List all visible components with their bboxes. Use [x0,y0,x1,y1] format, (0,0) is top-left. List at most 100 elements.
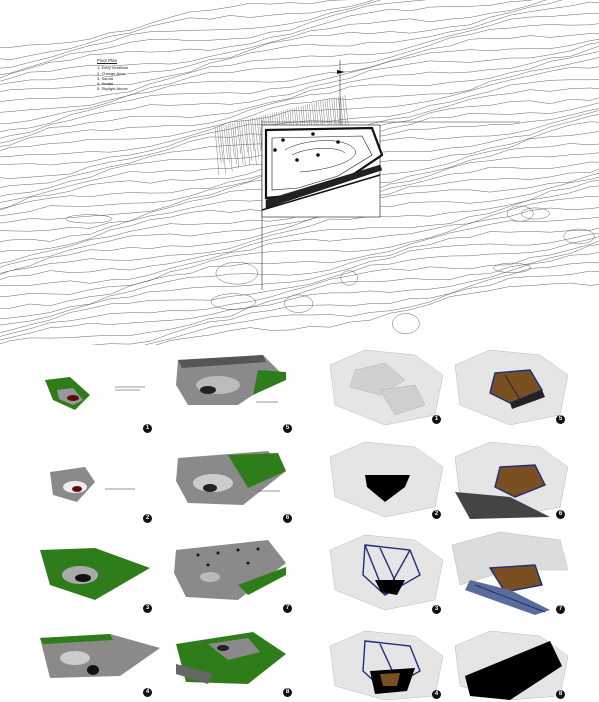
render-step-1 [325,345,445,430]
model-step-badge: 6 [283,514,292,523]
model-step-badge: 1 [143,424,152,433]
model-step-3 [40,548,150,600]
hatch-line [239,121,244,165]
contour-line [0,66,599,158]
hatch-line [230,123,235,157]
plan-number-markers [273,132,340,162]
contour-line [0,0,348,48]
model-step-badge: 4 [143,688,152,697]
contour-loop [215,261,258,285]
model-step-8 [176,632,286,684]
legend-item: 2. Change Area [97,70,125,76]
render-step-badge: 2 [432,510,441,519]
contour-loop [65,214,113,224]
hatch-line [228,124,233,172]
contour-loop [507,205,534,222]
plan-legend: Floor Plan 1. Entry Vestibule 2. Change … [97,58,128,92]
hatch-line [243,120,248,153]
model-step-badge: 8 [283,688,292,697]
contour-loop [520,207,550,220]
contour-line [0,12,599,102]
contour-line [0,45,599,144]
render-step-4 [329,630,444,700]
render-step-5 [454,349,569,426]
legend-item: 5. Skylight Above [97,86,128,92]
render-step-badge: 6 [556,510,565,519]
contour-line [0,216,599,309]
render-step-badge: 7 [556,605,565,614]
contour-line [0,176,599,274]
model-step-4 [40,634,160,678]
contour-line [0,1,599,92]
render-step-3 [329,534,444,611]
render-step-badge: 8 [556,690,565,699]
model-step-badge: 3 [143,604,152,613]
contour-line [0,42,599,139]
contour-line [155,282,599,345]
contour-line [0,23,599,113]
contour-loop [392,313,420,334]
contour-line [0,240,599,337]
floor-plan-building [261,124,384,218]
hatch-line [236,121,242,155]
legend-item: 1. Entry Vestibule [97,65,129,71]
render-step-badge: 5 [556,415,565,424]
hatch-line [250,118,255,152]
hatch-line [217,126,222,164]
contour-line [0,252,599,345]
model-step-6 [176,451,286,505]
contour-line [0,39,599,133]
legend-item: 4. Heater [97,81,114,87]
site-plan-drawing [0,0,599,345]
hatch-line [241,120,246,165]
contour-loop [210,293,256,310]
contour-line [0,179,599,276]
contour-line [0,0,533,79]
render-step-7 [451,531,569,615]
legend-item: 3. Sauna [97,75,114,81]
model-step-2 [50,467,135,502]
contour-line [0,233,599,326]
hatch-line [344,95,349,130]
model-step-badge: 7 [283,604,292,613]
contour-loop [493,262,532,273]
hatch-line [223,125,228,160]
contour-line [0,236,599,334]
model-step-badge: 2 [143,514,152,523]
hatch-line [254,117,259,157]
topographic-contours [0,0,599,345]
model-step-1 [45,377,145,410]
contour-line [0,227,599,320]
contour-line [0,57,599,151]
contour-line [0,0,427,75]
hatch-line [256,117,261,152]
hatch-line [245,119,250,166]
render-step-8 [454,630,569,700]
model-step-5 [176,355,286,405]
hatch-line [247,119,253,161]
contour-line [0,244,599,341]
model-step-badge: 5 [283,424,292,433]
contour-line [0,51,599,147]
contour-loop [284,294,314,313]
hatch-line [234,122,239,169]
contour-line [0,0,374,61]
hatch-line [232,123,237,165]
contour-line [0,185,599,280]
render-step-6 [454,441,569,519]
render-step-badge: 4 [432,690,441,699]
model-step-7 [174,540,286,600]
render-step-badge: 3 [432,605,441,614]
render-step-badge: 1 [432,415,441,424]
contour-line [0,33,599,124]
contour-line [0,0,547,82]
contour-line [90,262,599,345]
contour-line [0,0,563,85]
hatch-line [219,126,224,163]
render-step-2 [329,441,444,518]
contour-line [143,270,599,345]
hatch-line [252,118,257,166]
contour-line [0,0,381,69]
hatch-line [214,127,220,176]
hatch-line [225,124,231,164]
